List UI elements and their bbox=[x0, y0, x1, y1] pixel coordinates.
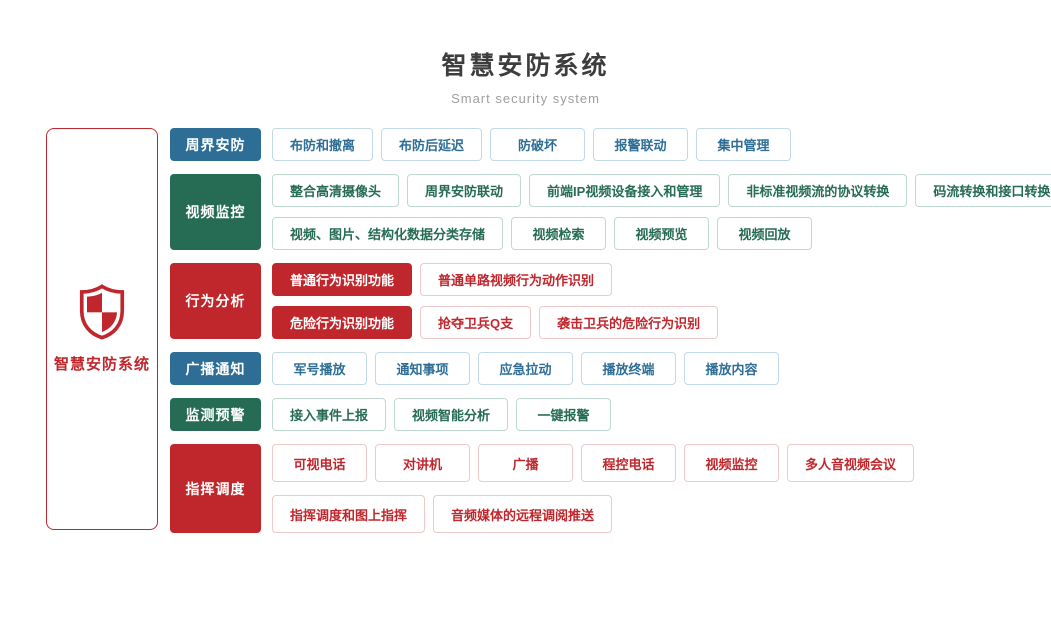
feature-chip: 通知事项 bbox=[375, 352, 470, 385]
feature-chip: 布防和撤离 bbox=[272, 128, 374, 161]
root-system-box: 智慧安防系统 bbox=[46, 128, 158, 530]
feature-chip: 一键报警 bbox=[516, 398, 612, 431]
feature-chip: 接入事件上报 bbox=[272, 398, 387, 431]
feature-chip: 视频智能分析 bbox=[394, 398, 509, 431]
feature-chip: 码流转换和接口转换 bbox=[915, 174, 1051, 207]
feature-chip: 播放内容 bbox=[684, 352, 779, 385]
row-command-dispatch: 指挥调度 可视电话 对讲机 广播 程控电话 视频监控 多人音视频会议 指挥调度和… bbox=[170, 444, 1051, 533]
feature-chip: 视频预览 bbox=[614, 217, 710, 250]
row-video-surveillance: 视频监控 整合高清摄像头 周界安防联动 前端IP视频设备接入和管理 非标准视频流… bbox=[170, 174, 1051, 250]
category-video-surveillance: 视频监控 bbox=[170, 174, 261, 250]
feature-chip: 非标准视频流的协议转换 bbox=[728, 174, 908, 207]
feature-chip: 周界安防联动 bbox=[407, 174, 522, 207]
feature-chip: 袭击卫兵的危险行为识别 bbox=[539, 306, 719, 339]
feature-chip: 集中管理 bbox=[696, 128, 792, 161]
feature-chip: 对讲机 bbox=[375, 444, 470, 482]
feature-chip-filled: 普通行为识别功能 bbox=[272, 263, 413, 296]
row-behavior-analysis: 行为分析 普通行为识别功能 普通单路视频行为动作识别 危险行为识别功能 抢夺卫兵… bbox=[170, 263, 1051, 339]
feature-chip: 指挥调度和图上指挥 bbox=[272, 495, 426, 533]
feature-rows: 周界安防 布防和撤离 布防后延迟 防破坏 报警联动 集中管理 视频监控 整合高清… bbox=[170, 128, 1051, 533]
feature-chip: 报警联动 bbox=[593, 128, 689, 161]
category-perimeter-security: 周界安防 bbox=[170, 128, 261, 161]
feature-chip: 视频检索 bbox=[511, 217, 607, 250]
shield-check-icon bbox=[79, 284, 125, 340]
category-broadcast-notification: 广播通知 bbox=[170, 352, 261, 385]
feature-chip: 广播 bbox=[478, 444, 573, 482]
feature-chip: 军号播放 bbox=[272, 352, 367, 385]
feature-chip: 抢夺卫兵Q支 bbox=[420, 306, 532, 339]
feature-chip: 视频回放 bbox=[717, 217, 813, 250]
row-perimeter-security: 周界安防 布防和撤离 布防后延迟 防破坏 报警联动 集中管理 bbox=[170, 128, 1051, 161]
feature-chip: 视频监控 bbox=[684, 444, 779, 482]
feature-chip: 整合高清摄像头 bbox=[272, 174, 400, 207]
page-header: 智慧安防系统 Smart security system bbox=[0, 0, 1051, 106]
category-monitoring-warning: 监测预警 bbox=[170, 398, 261, 431]
feature-chip: 播放终端 bbox=[581, 352, 676, 385]
feature-chip: 防破坏 bbox=[490, 128, 586, 161]
feature-chip: 应急拉动 bbox=[478, 352, 573, 385]
row-broadcast-notification: 广播通知 军号播放 通知事项 应急拉动 播放终端 播放内容 bbox=[170, 352, 1051, 385]
feature-chip: 可视电话 bbox=[272, 444, 367, 482]
row-monitoring-warning: 监测预警 接入事件上报 视频智能分析 一键报警 bbox=[170, 398, 1051, 431]
category-behavior-analysis: 行为分析 bbox=[170, 263, 261, 339]
feature-chip: 前端IP视频设备接入和管理 bbox=[529, 174, 721, 207]
feature-chip: 普通单路视频行为动作识别 bbox=[420, 263, 613, 296]
root-system-label: 智慧安防系统 bbox=[53, 356, 150, 373]
feature-chip: 音频媒体的远程调阅推送 bbox=[433, 495, 613, 533]
page-subtitle: Smart security system bbox=[451, 91, 600, 106]
category-command-dispatch: 指挥调度 bbox=[170, 444, 261, 533]
feature-chip-filled: 危险行为识别功能 bbox=[272, 306, 413, 339]
feature-chip: 视频、图片、结构化数据分类存储 bbox=[272, 217, 504, 250]
feature-chip: 多人音视频会议 bbox=[787, 444, 915, 482]
page-title: 智慧安防系统 bbox=[441, 52, 610, 80]
feature-chip: 程控电话 bbox=[581, 444, 676, 482]
feature-chip: 布防后延迟 bbox=[381, 128, 483, 161]
